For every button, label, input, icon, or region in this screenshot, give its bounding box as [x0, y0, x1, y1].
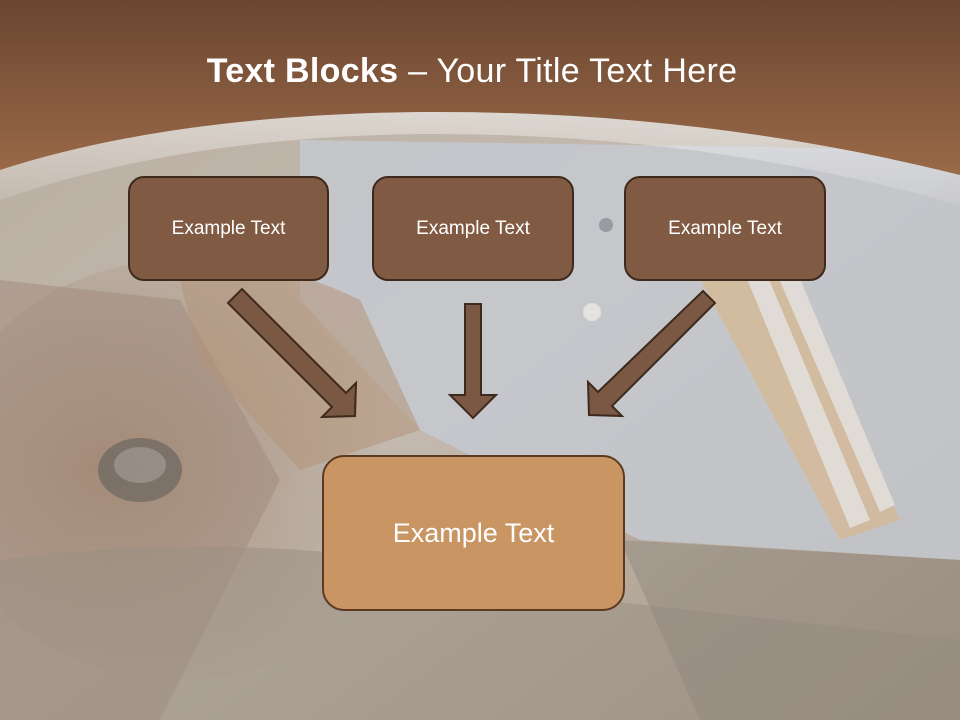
arrow-down-icon	[447, 303, 499, 420]
text-block-3-label: Example Text	[668, 217, 782, 239]
text-block-main-label: Example Text	[392, 517, 555, 548]
title-bold: Text Blocks	[206, 52, 399, 90]
slide-title: Text Blocks – Your Title Text Here	[0, 52, 944, 91]
text-block-1[interactable]: Example Text	[128, 176, 329, 281]
text-block-main[interactable]: Example Text	[322, 455, 625, 611]
arrow-left-icon	[226, 287, 358, 419]
text-block-2[interactable]: Example Text	[372, 176, 574, 281]
text-block-2-label: Example Text	[416, 217, 530, 239]
title-dash: –	[408, 52, 428, 90]
text-block-3[interactable]: Example Text	[624, 176, 826, 281]
text-block-1-label: Example Text	[171, 217, 286, 239]
arrow-right-icon	[586, 289, 717, 418]
title-rest: Your Title Text Here	[436, 52, 738, 90]
